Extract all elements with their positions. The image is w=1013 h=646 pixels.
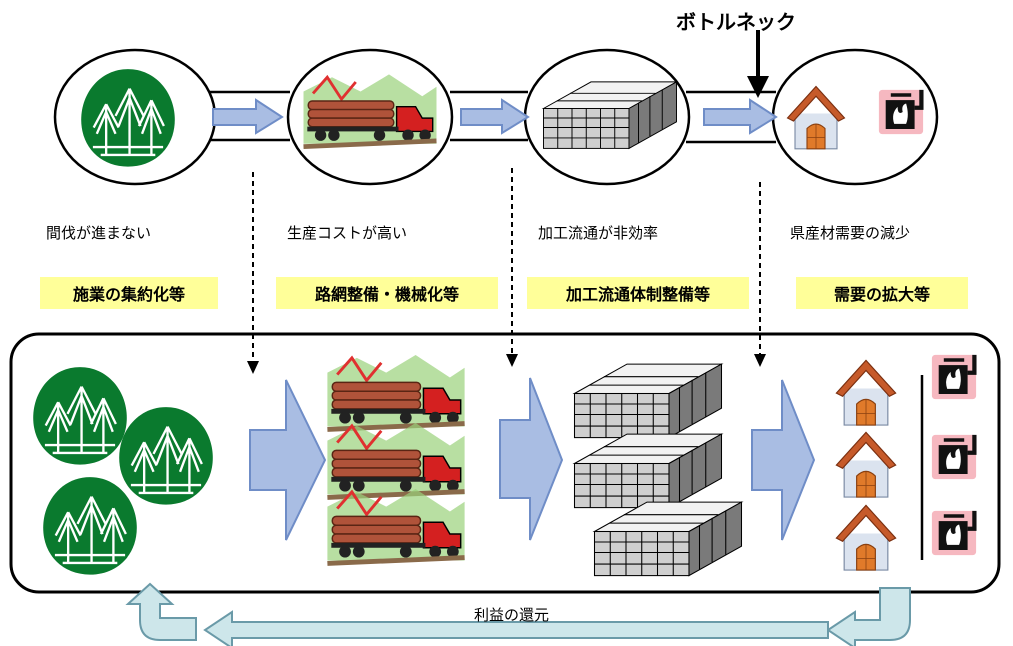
measure-box-consolidation: 施業の集約化等: [40, 277, 218, 309]
issue-label-cost: 生産コストが高い: [287, 224, 408, 242]
bottom-trucks: [327, 355, 464, 563]
measure-box-distribution: 加工流通体制整備等: [527, 277, 749, 309]
bottleneck-label: ボトルネック: [676, 10, 796, 34]
bottom-forests: [32, 365, 214, 576]
top-node-lumber: [523, 48, 691, 186]
issue-label-thinning: 間伐が進まない: [46, 224, 152, 242]
top-node-forest: [53, 48, 217, 186]
bottom-flow-arrows: [249, 377, 816, 541]
issue-label-demand: 県産材需要の減少: [790, 224, 911, 242]
measure-box-roads: 路網整備・機械化等: [276, 277, 498, 309]
issue-label-processing: 加工流通が非効率: [538, 224, 659, 242]
top-flow-arrows: [212, 98, 778, 135]
measure-box-demand: 需要の拡大等: [796, 277, 968, 309]
bottom-demand: [835, 355, 976, 571]
bottom-lumber: [573, 363, 743, 577]
top-node-truck: [286, 48, 454, 186]
improved-system-box: [9, 332, 1001, 594]
dashed-connectors: [252, 168, 761, 363]
bottleneck-arrow: [747, 30, 769, 98]
top-pipe: [205, 90, 776, 144]
feedback-label: 利益の還元: [474, 606, 550, 624]
feedback-arrow: [125, 582, 911, 646]
top-node-demand: [771, 48, 939, 186]
